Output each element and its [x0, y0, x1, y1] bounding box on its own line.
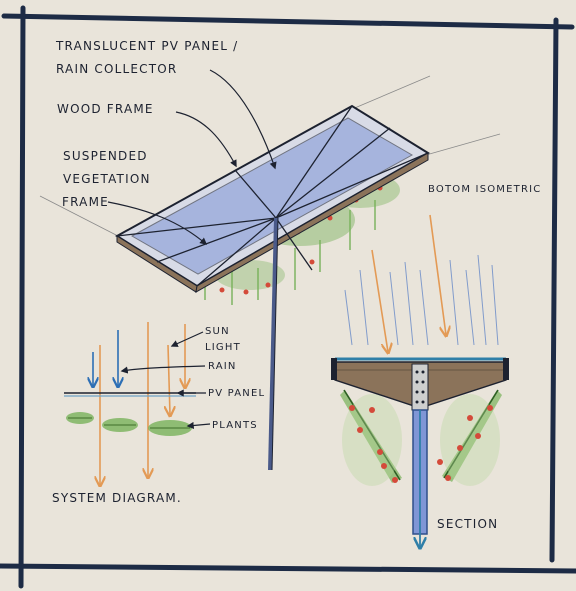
label-pv-panel-short: PV PANEL — [208, 388, 265, 399]
label-vegetation-line2: VEGETATION — [63, 172, 151, 186]
label-sun-line1: SUN — [205, 326, 230, 337]
label-vegetation-line3: FRAME — [62, 195, 109, 209]
label-wood-frame: WOOD FRAME — [57, 102, 154, 116]
label-plants: PLANTS — [212, 420, 258, 431]
label-bottom-isometric: BOTOM ISOMETRIC — [428, 184, 541, 195]
label-sun-line2: LIGHT — [205, 342, 241, 353]
label-vegetation-line1: SUSPENDED — [63, 149, 148, 163]
label-section: SECTION — [437, 517, 498, 531]
system-diagram — [64, 322, 211, 485]
system-plants — [66, 412, 192, 436]
section-drawing — [331, 214, 509, 547]
label-rain: RAIN — [208, 361, 237, 372]
label-system-diagram: SYSTEM DIAGRAM. — [52, 491, 182, 505]
section-vegetation — [340, 389, 502, 486]
drawing-border — [0, 5, 576, 589]
canopy-leaders — [107, 69, 277, 245]
label-pv-panel-line1: TRANSLUCENT PV PANEL / — [55, 39, 238, 53]
isometric-canopy — [39, 75, 501, 471]
label-pv-panel-line2: RAIN COLLECTOR — [56, 62, 177, 76]
